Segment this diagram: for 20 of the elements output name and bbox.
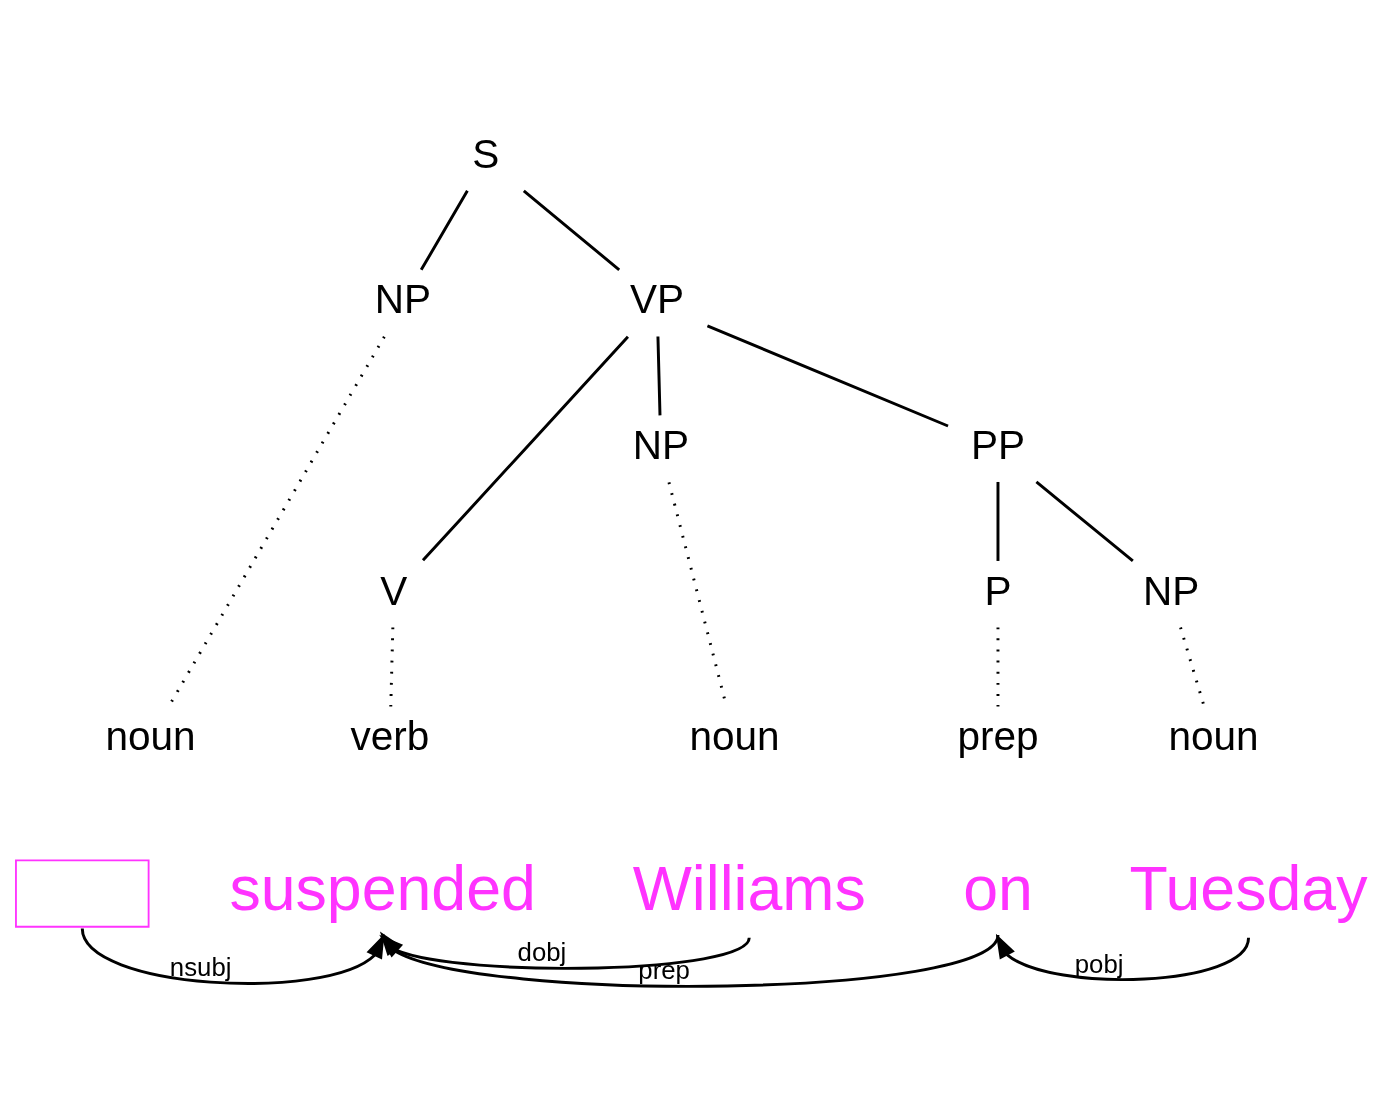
node-text: NP [374, 275, 432, 322]
node-text: V [380, 567, 408, 614]
node-text: suspended [229, 852, 536, 923]
node-text: noun [105, 712, 196, 759]
node-text: verb [350, 712, 430, 759]
node-text: prep [957, 712, 1039, 759]
node-text: VP [630, 275, 685, 322]
node-text: NP [1143, 567, 1200, 614]
edge-label: pobj [1074, 949, 1124, 978]
node-text: P [984, 567, 1012, 614]
edge-label: nsubj [169, 952, 232, 981]
node-text: PP [970, 421, 1026, 468]
node-text: Williams [632, 852, 866, 923]
node-text: NP [632, 421, 689, 468]
node-text: noun [1168, 712, 1259, 759]
node-text: noun [689, 712, 780, 759]
edge-label: dobj [517, 937, 567, 966]
node-text: S [472, 130, 500, 177]
node-text: Tuesday [1129, 852, 1368, 923]
node-text: on [963, 852, 1033, 923]
